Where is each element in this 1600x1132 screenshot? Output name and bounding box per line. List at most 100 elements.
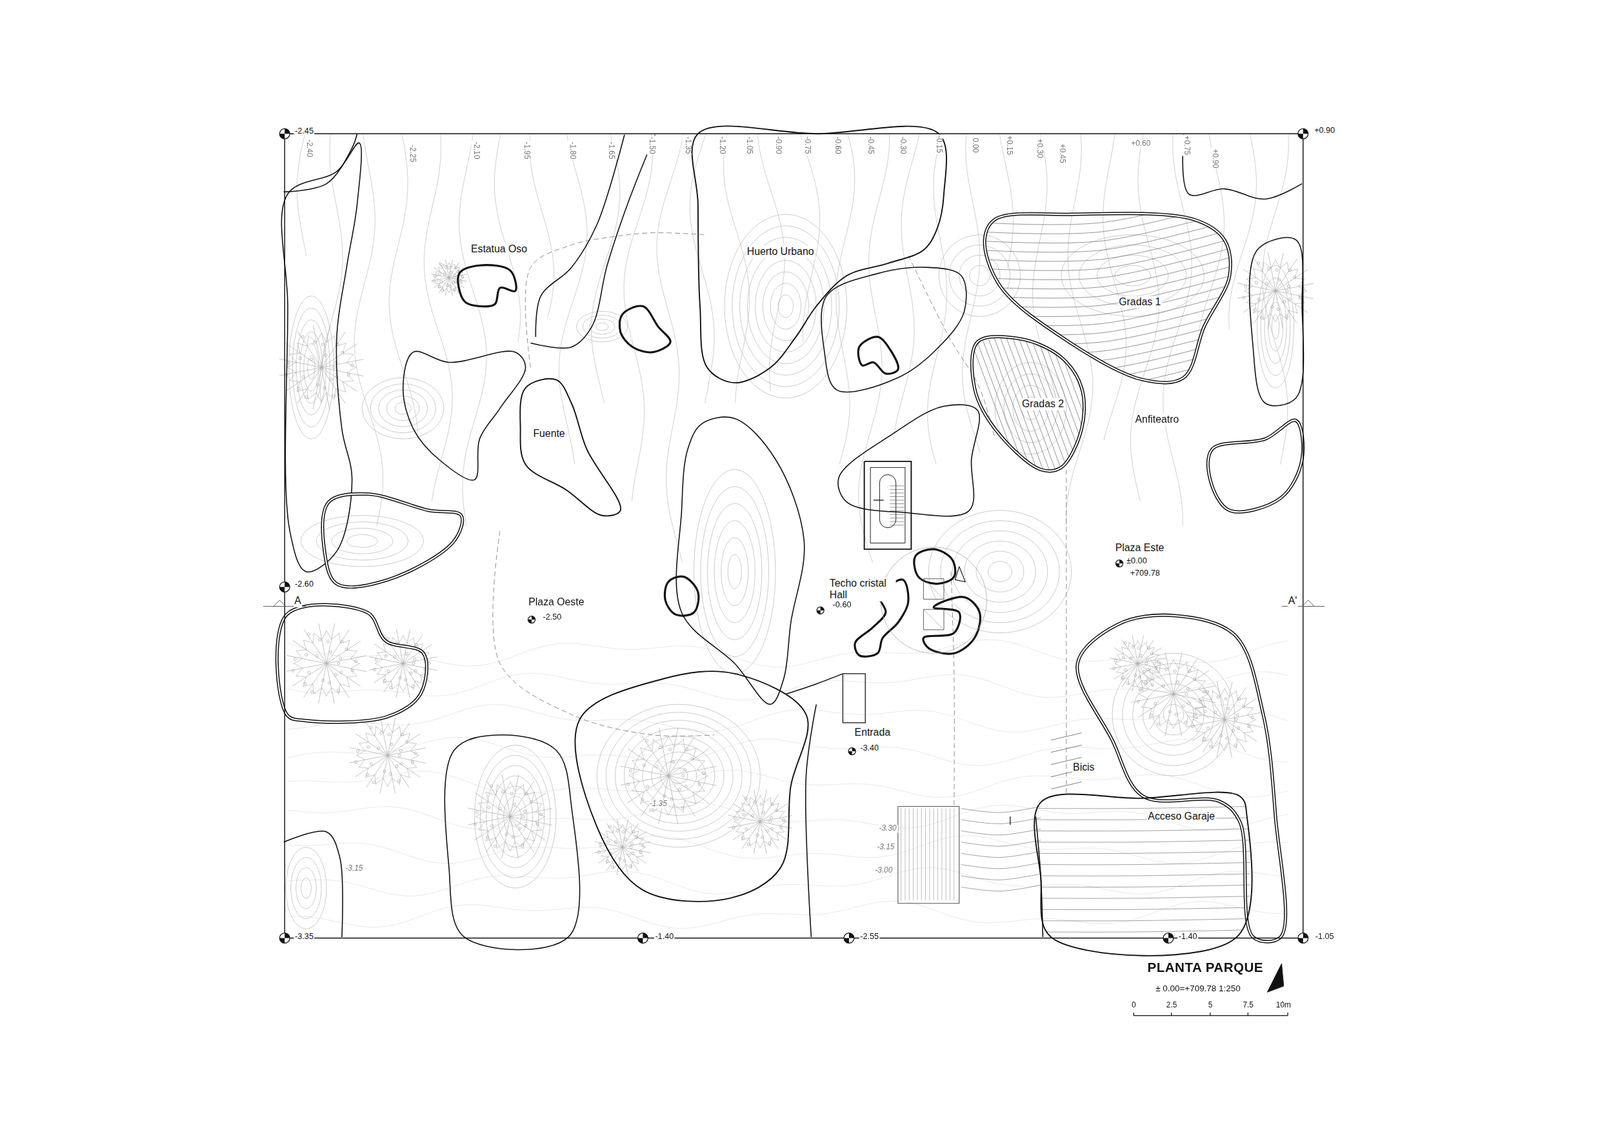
plan-line bbox=[741, 802, 750, 806]
contour-ring bbox=[700, 486, 769, 657]
plan-line bbox=[1247, 707, 1253, 715]
contour-ring bbox=[1122, 663, 1225, 766]
plan-line bbox=[776, 810, 786, 811]
plan-line bbox=[1294, 303, 1298, 313]
scale-value: 0 bbox=[1130, 1000, 1137, 1010]
plan-line bbox=[1243, 706, 1254, 708]
plan-line bbox=[387, 754, 396, 793]
plan-line bbox=[1035, 828, 1250, 831]
leaf-dot bbox=[671, 760, 675, 763]
section-mark bbox=[1301, 600, 1315, 606]
plan-zone: Acceso Garaje bbox=[1036, 791, 1251, 941]
plan-line bbox=[420, 674, 424, 684]
contour-ring bbox=[331, 527, 393, 554]
plan-line bbox=[1253, 268, 1263, 271]
plan-line bbox=[961, 850, 1041, 858]
scale-value: 10m bbox=[1274, 1000, 1292, 1010]
leaf-dot bbox=[1209, 745, 1213, 748]
plan-line bbox=[374, 725, 377, 736]
contour-ring bbox=[952, 530, 1048, 613]
scale-tick bbox=[1247, 1012, 1249, 1016]
plan-line bbox=[1035, 850, 1250, 853]
step-hatching bbox=[898, 173, 1251, 932]
contour-ring bbox=[762, 271, 809, 341]
leaf-dot bbox=[414, 751, 417, 755]
leaf-dot bbox=[770, 802, 774, 806]
plan-line bbox=[1247, 714, 1256, 720]
plan-line bbox=[335, 343, 346, 347]
plan-line bbox=[400, 726, 402, 737]
plan-line bbox=[531, 830, 535, 842]
contour-ring bbox=[740, 237, 832, 376]
plan-line bbox=[1172, 719, 1179, 730]
contour-ring bbox=[988, 561, 1013, 582]
zone-border bbox=[971, 336, 1084, 471]
contour-value: -1.05 bbox=[743, 134, 753, 155]
contour-value: -0.60 bbox=[832, 134, 842, 155]
plan-line bbox=[410, 743, 417, 751]
plan-line bbox=[496, 841, 506, 848]
plan-line bbox=[1195, 706, 1206, 708]
plan-line bbox=[529, 133, 555, 318]
leaf-dot bbox=[649, 808, 653, 811]
contour-ring bbox=[285, 847, 327, 930]
plan-line bbox=[340, 683, 350, 687]
plan-line bbox=[365, 754, 388, 788]
leaf-dot bbox=[383, 678, 386, 682]
leaf-dot bbox=[310, 358, 313, 361]
plan-line bbox=[1249, 237, 1304, 406]
plan-line bbox=[326, 335, 335, 342]
leaf-dot bbox=[1147, 646, 1150, 650]
plan-line bbox=[623, 133, 653, 501]
contour-ring bbox=[589, 318, 615, 335]
level-marker-quarter bbox=[848, 750, 853, 755]
zone-border bbox=[520, 378, 621, 516]
plan-line bbox=[1109, 663, 1138, 669]
leaf-dot bbox=[414, 669, 417, 673]
plan-line bbox=[916, 808, 918, 900]
plan-line bbox=[1035, 805, 1250, 808]
plan-line bbox=[1160, 661, 1169, 669]
plan-line bbox=[838, 404, 980, 517]
leaf-dot bbox=[641, 798, 644, 801]
plan-line bbox=[640, 791, 644, 804]
plan-line bbox=[1035, 840, 1250, 842]
leaf-dot bbox=[444, 265, 448, 269]
plan-line bbox=[760, 821, 767, 854]
plan-line bbox=[1187, 669, 1199, 673]
plan-line bbox=[1147, 677, 1155, 680]
plan-line bbox=[398, 683, 403, 692]
plan-line bbox=[510, 808, 553, 817]
contour-ring bbox=[632, 736, 724, 816]
scale-bar bbox=[1133, 1014, 1288, 1016]
plan-line bbox=[338, 683, 340, 695]
plan-line bbox=[979, 173, 1235, 207]
level-marker bbox=[279, 128, 290, 139]
scale-tick bbox=[1170, 1012, 1172, 1016]
leaf-dot bbox=[387, 732, 391, 736]
plan-line bbox=[619, 305, 671, 353]
leaf-dot bbox=[618, 857, 622, 860]
plan-line bbox=[1147, 647, 1155, 650]
plan-line bbox=[1202, 732, 1206, 742]
plan-line bbox=[346, 367, 357, 373]
plan-line bbox=[407, 768, 410, 778]
contour-value: -2.40 bbox=[303, 138, 313, 158]
leaf-dot bbox=[1270, 305, 1274, 308]
plan-line bbox=[535, 821, 542, 830]
leaf-dot bbox=[1153, 661, 1157, 665]
plan-line bbox=[763, 797, 771, 803]
plan-line bbox=[921, 808, 922, 900]
plan-line bbox=[1280, 313, 1288, 320]
contour-value: +0.90 bbox=[1209, 147, 1219, 169]
plan-line bbox=[683, 800, 685, 813]
plan-line bbox=[639, 847, 646, 851]
leaf-dot bbox=[399, 749, 402, 752]
plan-line bbox=[414, 643, 424, 647]
plan-line bbox=[689, 133, 715, 404]
plan-line bbox=[945, 808, 947, 900]
level-value: -3.35 bbox=[294, 930, 315, 941]
contour-ring bbox=[486, 765, 545, 868]
plan-line bbox=[449, 262, 451, 267]
contour-value: -0.90 bbox=[772, 134, 782, 155]
